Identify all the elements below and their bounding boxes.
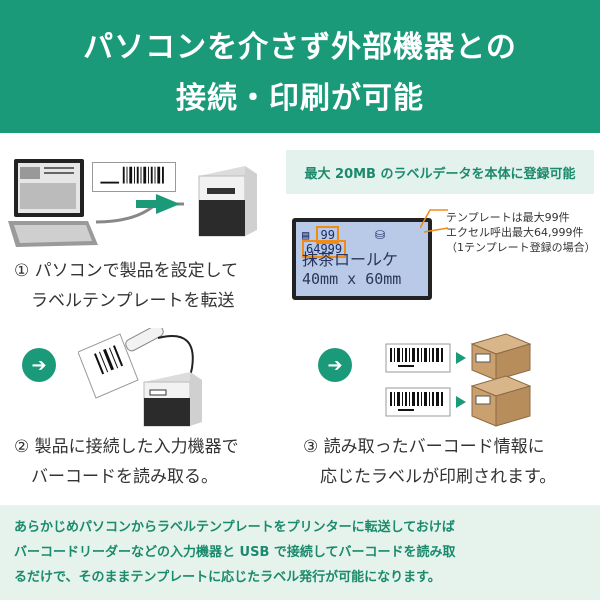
printer-icon <box>198 166 257 237</box>
header-banner: パソコンを介さず外部機器との 接続・印刷が可能 <box>0 0 600 133</box>
step2-line1: ② 製品に接続した入力機器で <box>14 437 239 457</box>
barcode-label-icon <box>92 162 176 192</box>
usb-cable-arrow-icon <box>96 194 184 224</box>
step3-line2: 応じたラベルが印刷されます。 <box>303 467 557 487</box>
header-title-line1: パソコンを介さず外部機器との <box>83 30 517 65</box>
arrow-right-icon: ➔ <box>22 348 56 382</box>
barcode-label-icon <box>385 343 451 373</box>
excel-counter: 64999 <box>302 240 347 258</box>
footer-line2: バーコードリーダーなどの入力機器と USB で接続してバーコードを読み取 <box>14 545 456 560</box>
lcd-text-line: 抹茶ロールケ <box>302 250 399 269</box>
header-title-line2: 接続・印刷が可能 <box>176 81 424 116</box>
lcd-callouts: テンプレートは最大99件 エクセル呼出最大64,999件 （1テンプレート登録の… <box>446 210 596 255</box>
lcd-counter-row: ▤ 99 ⛁ 64999 <box>302 226 428 258</box>
scanner-icon <box>78 328 202 427</box>
footer-description: あらかじめパソコンからラベルテンプレートをプリンターに転送しておけば バーコード… <box>0 505 600 600</box>
step3-line1: ③ 読み取ったバーコード情報に <box>303 437 545 457</box>
step1-line1: ① パソコンで製品を設定して <box>14 261 239 281</box>
callout-leader-lines <box>420 209 449 233</box>
template-icon: ▤ <box>302 228 310 242</box>
feature-label: 最大 20MB のラベルデータを本体に登録可能 <box>286 150 594 194</box>
lcd-size-line: 40mm x 60mm <box>302 270 402 288</box>
box-icon <box>470 375 532 427</box>
step2-description: ② 製品に接続した入力機器で バーコードを読み取る。 <box>14 432 239 492</box>
lcd-display: ▤ 99 ⛁ 64999 抹茶ロールケ 40mm x 60mm <box>292 218 432 300</box>
callout-note: （1テンプレート登録の場合） <box>446 241 596 254</box>
step1-line2: ラベルテンプレートを転送 <box>14 291 235 311</box>
barcode-label-icon <box>385 387 451 417</box>
callout-template-max: テンプレートは最大99件 <box>446 211 570 224</box>
database-icon: ⛁ <box>375 228 386 242</box>
footer-line1: あらかじめパソコンからラベルテンプレートをプリンターに転送しておけば <box>14 520 455 535</box>
template-counter: 99 <box>316 226 339 244</box>
labeled-boxes-icon <box>385 333 532 427</box>
arrow-right-icon: ➔ <box>318 348 352 382</box>
laptop-icon <box>8 159 98 247</box>
step1-description: ① パソコンで製品を設定して ラベルテンプレートを転送 <box>14 256 238 316</box>
box-icon <box>470 333 532 381</box>
step3-description: ③ 読み取ったバーコード情報に 応じたラベルが印刷されます。 <box>303 432 556 492</box>
callout-excel-max: エクセル呼出最大64,999件 <box>446 226 584 239</box>
footer-line3: るだけで、そのままテンプレートに応じたラベル発行が可能になります。 <box>14 570 441 585</box>
step2-line2: バーコードを読み取る。 <box>14 467 218 487</box>
